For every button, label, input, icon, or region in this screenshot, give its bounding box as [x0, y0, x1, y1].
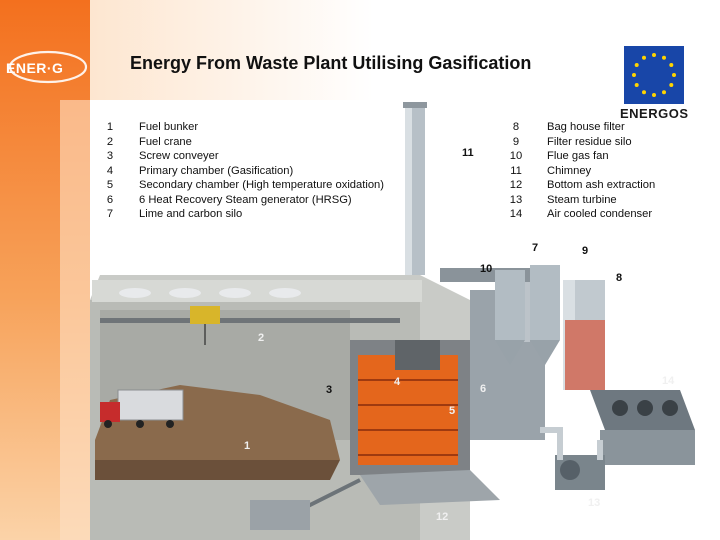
legend-number: 1: [106, 121, 114, 133]
callout-11: 11: [462, 147, 474, 159]
page-title: Energy From Waste Plant Utilising Gasifi…: [130, 53, 532, 73]
callout-2: 2: [258, 332, 265, 344]
legend-left-numbers: 1 2 3 4 5 6 7: [98, 120, 122, 222]
legend-label: Filter residue silo: [547, 135, 632, 148]
eu-stars-icon: [632, 53, 676, 97]
ener-g-swoosh-icon: [8, 50, 88, 84]
bag-house-filter: [565, 320, 605, 390]
energos-label: ENERGOS: [620, 106, 689, 121]
legend-number: 7: [106, 208, 114, 220]
callout-5: 5: [449, 405, 456, 417]
legend-number: 2: [106, 135, 114, 148]
callout-1: 1: [244, 440, 251, 452]
legend-label: Fuel crane: [139, 135, 192, 148]
legend-number: 3: [106, 150, 114, 162]
gasifier-furnace: [350, 340, 470, 475]
delivery-truck: [100, 389, 184, 428]
steam-turbine: [555, 455, 605, 490]
chimney: [403, 102, 427, 275]
ash-conveyor: [250, 470, 500, 530]
ener-g-logo: ENER·G: [4, 46, 88, 86]
legend-label: Lime and carbon silo: [139, 208, 243, 220]
legend-left-labels: Fuel bunker Fuel crane Screw conveyer Pr…: [139, 120, 384, 222]
legend-number: 10: [509, 150, 523, 162]
legend-number: 14: [509, 208, 523, 220]
callout-6: 6: [480, 383, 487, 395]
legend-number: 4: [106, 164, 114, 177]
legend-right-numbers: 8 9 10 11 12 13 14: [504, 120, 528, 222]
legend-label: Chimney: [547, 164, 592, 177]
legend-right-labels: Bag house filter Filter residue silo Flu…: [547, 120, 655, 222]
legend-label: Primary chamber (Gasification): [139, 164, 294, 177]
legend-number: 13: [509, 193, 523, 206]
legend-label: Steam turbine: [547, 193, 617, 206]
air-cooled-condenser: [590, 390, 695, 465]
legend-label: Flue gas fan: [547, 150, 609, 162]
legend-label: Screw conveyer: [139, 150, 219, 162]
callout-10: 10: [480, 263, 493, 275]
legend-label: Secondary chamber (High temperature oxid…: [139, 179, 385, 191]
legend-number: 9: [512, 135, 520, 148]
connecting-pipes: [540, 427, 603, 460]
legend-label: Fuel bunker: [139, 121, 199, 133]
legend-number: 11: [510, 164, 522, 177]
legend-number: 8: [512, 121, 520, 133]
header-band: [90, 0, 720, 100]
legend-number: 12: [509, 179, 523, 191]
eu-flag: [624, 46, 684, 104]
callout-7: 7: [532, 242, 539, 254]
legend-number: 5: [106, 179, 114, 191]
callout-12: 12: [436, 511, 449, 523]
legend-number: 6: [106, 193, 114, 206]
legend-label: 6 Heat Recovery Steam generator (HRSG): [139, 193, 352, 206]
callout-4: 4: [394, 376, 401, 388]
callout-3: 3: [326, 384, 333, 396]
legend-label: Bag house filter: [547, 121, 625, 133]
legend-label: Air cooled condenser: [547, 208, 653, 220]
callout-9: 9: [582, 245, 589, 257]
legend-label: Bottom ash extraction: [547, 179, 656, 191]
ener-g-logo-text: ENER·G: [6, 60, 64, 76]
callout-8: 8: [616, 272, 623, 284]
callout-13: 13: [588, 497, 601, 509]
callout-14: 14: [662, 375, 675, 387]
